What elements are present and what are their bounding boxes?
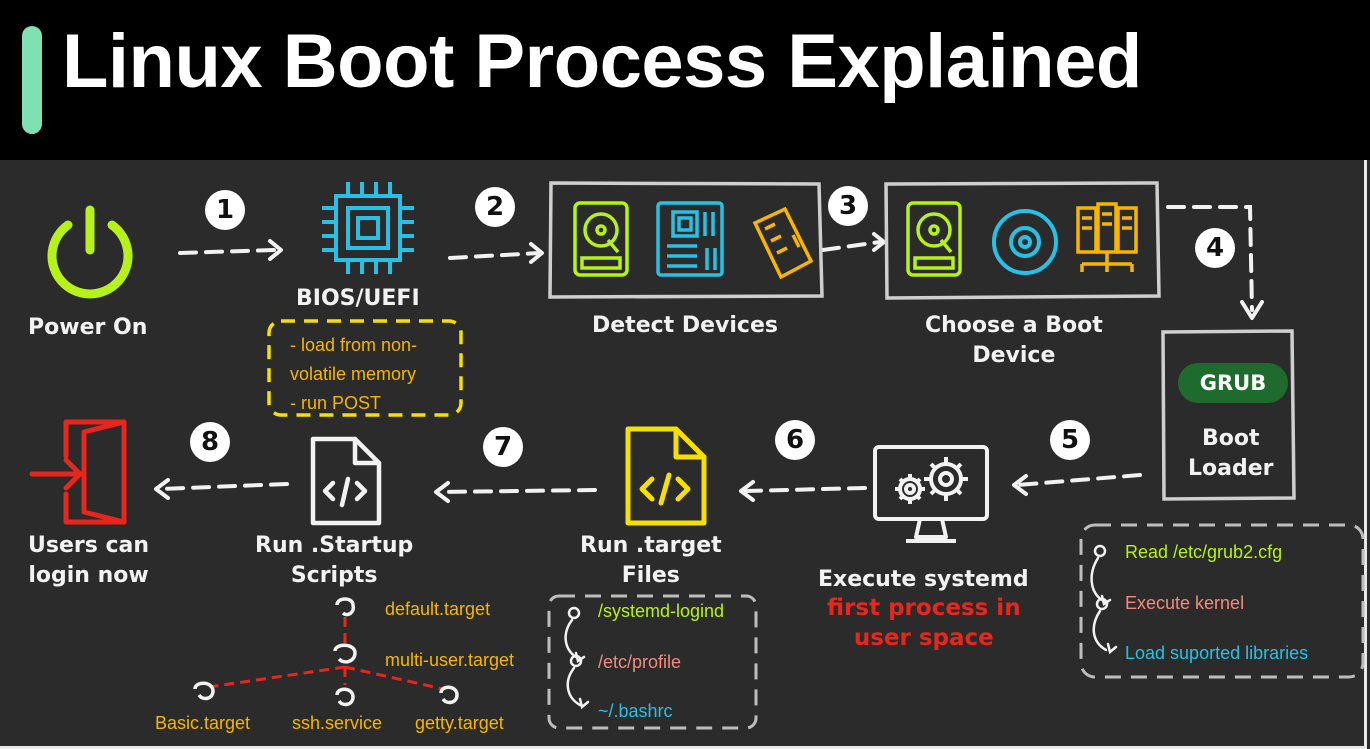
bootloader-box — [1161, 329, 1296, 501]
arrow-7 — [438, 488, 597, 494]
startup-scripts-label-2: Scripts — [290, 563, 378, 588]
grub-badge: GRUB — [1178, 363, 1288, 403]
motherboard-icon — [656, 201, 724, 277]
choose-device-box — [884, 181, 1161, 300]
arrow-6 — [743, 486, 867, 493]
power-on-label: Power On — [28, 315, 148, 340]
step-number-3: 3 — [828, 186, 868, 226]
page-title: Linux Boot Process Explained — [62, 19, 1142, 104]
systemd-sublabel-1: first process in — [827, 595, 1021, 621]
bios-label: BIOS/UEFI — [296, 286, 420, 311]
bios-note-line-1: - load from non- — [290, 335, 418, 355]
choose-device-label-2: Device — [972, 343, 1056, 368]
diagram-frame — [0, 160, 1367, 749]
startup-scripts-label: Run .Startup Scripts — [255, 531, 413, 591]
hard-drive-icon-2 — [906, 201, 962, 277]
arrow-1 — [178, 248, 277, 255]
ram-stick-icon — [752, 206, 814, 280]
target-files-label-1: Run .target — [580, 533, 722, 558]
bios-note-line-2: volatile memory — [290, 364, 417, 384]
step-number-5: 5 — [1050, 420, 1090, 460]
target-file-3: ~/.bashrc — [598, 701, 673, 721]
title-accent-bar — [22, 26, 42, 134]
arrow-4 — [1166, 205, 1254, 312]
step-number-8: 8 — [190, 422, 230, 462]
step-number-7: 7 — [483, 427, 523, 467]
grub-step-3: Load suported libraries — [1125, 643, 1309, 663]
detect-devices-box — [548, 181, 824, 299]
bootloader-label-2: Loader — [1188, 456, 1274, 481]
code-file-icon — [625, 426, 707, 526]
power-icon — [47, 205, 133, 299]
target-files-label-2: Files — [621, 563, 680, 588]
bios-note-line-3: - run POST — [290, 393, 382, 413]
optical-disc-icon — [992, 209, 1058, 275]
script-file-icon — [310, 436, 382, 526]
server-network-icon — [1076, 202, 1138, 272]
hard-drive-icon — [573, 201, 629, 277]
systemd-sublabel: first process in user space — [827, 593, 1021, 653]
target-tree — [193, 597, 459, 707]
monitor-gears-icon — [873, 445, 989, 543]
arrow-3 — [821, 240, 882, 252]
grub-step-1: Read /etc/grub2.cfg — [1125, 542, 1283, 562]
step-number-6: 6 — [775, 420, 815, 460]
bootloader-label: Boot Loader — [1188, 424, 1274, 484]
tree-leaf-2: ssh.service — [292, 713, 383, 733]
target-file-1: /systemd-logind — [598, 601, 725, 621]
arrow-2 — [448, 251, 542, 260]
choose-device-label-1: Choose a Boot — [925, 313, 1103, 338]
target-files-box — [547, 594, 758, 730]
cpu-chip-icon — [322, 182, 414, 274]
login-door-icon — [29, 419, 127, 525]
grub-step-2: Execute kernel — [1125, 593, 1245, 613]
login-label-2: login now — [28, 563, 149, 588]
target-file-2: /etc/profile — [598, 652, 682, 672]
systemd-sublabel-2: user space — [853, 625, 994, 651]
grub-steps-box — [1079, 523, 1365, 679]
tree-leaf-1: Basic.target — [155, 713, 251, 733]
arrow-8 — [158, 482, 289, 491]
step-number-4: 4 — [1195, 228, 1235, 268]
arrow-5 — [1016, 473, 1142, 487]
choose-device-label: Choose a Boot Device — [925, 311, 1103, 371]
title-bar: Linux Boot Process Explained — [0, 0, 1370, 160]
step-number-1: 1 — [205, 190, 245, 230]
target-files-label: Run .target Files — [580, 531, 722, 591]
tree-leaf-3: getty.target — [415, 713, 504, 733]
detect-devices-label: Detect Devices — [592, 313, 778, 338]
tree-mid: multi-user.target — [385, 650, 515, 670]
tree-root: default.target — [385, 599, 491, 619]
startup-scripts-label-1: Run .Startup — [255, 533, 414, 558]
systemd-label: Execute systemd — [818, 567, 1029, 592]
login-label: Users can login now — [28, 531, 149, 591]
login-label-1: Users can — [28, 533, 150, 558]
bootloader-label-1: Boot — [1201, 426, 1260, 451]
bios-notes: - load from non- volatile memory - run P… — [290, 331, 417, 418]
step-number-2: 2 — [475, 187, 515, 227]
